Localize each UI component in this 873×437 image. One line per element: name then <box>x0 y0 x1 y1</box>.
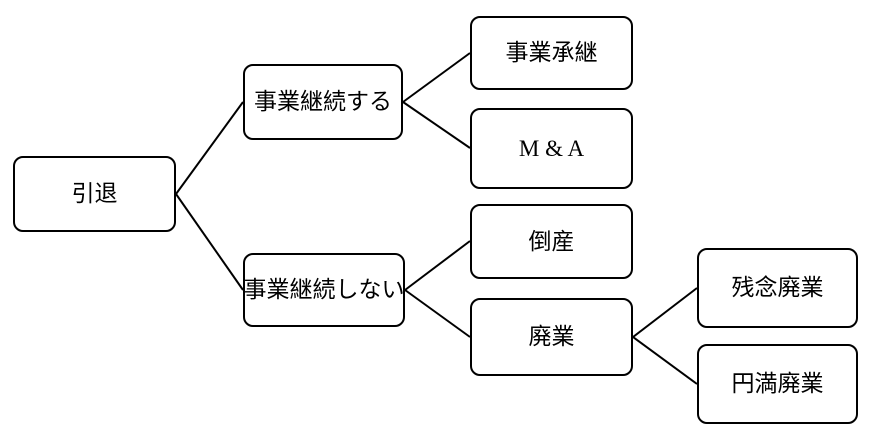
node-not-continue-business: 事業継続しない <box>243 253 405 327</box>
node-not-continue-business-label: 事業継続しない <box>243 277 405 303</box>
connector-continue-succession <box>402 52 471 103</box>
connector-root-continue <box>175 101 244 195</box>
connector-notcontinue-bankruptcy <box>404 240 471 291</box>
connector-notcontinue-closure <box>404 289 471 338</box>
node-continue-business: 事業継続する <box>243 64 403 140</box>
node-retirement: 引退 <box>13 156 176 232</box>
connector-closure-regret <box>632 287 698 338</box>
node-regrettable-closure-label: 残念廃業 <box>731 275 824 301</box>
connector-continue-ma <box>402 101 471 149</box>
node-bankruptcy: 倒産 <box>470 204 633 279</box>
connector-root-notcontinue <box>175 193 244 291</box>
node-business-succession-label: 事業承継 <box>505 40 598 66</box>
node-continue-business-label: 事業継続する <box>254 89 392 115</box>
node-regrettable-closure: 残念廃業 <box>697 248 858 328</box>
node-business-succession: 事業承継 <box>470 16 633 90</box>
node-business-closure-label: 廃業 <box>528 324 575 350</box>
node-amicable-closure-label: 円満廃業 <box>731 371 824 397</box>
node-business-closure: 廃業 <box>470 298 633 376</box>
node-bankruptcy-label: 倒産 <box>528 228 575 254</box>
node-m-and-a-label: M & A <box>518 135 585 161</box>
node-retirement-label: 引退 <box>71 181 118 207</box>
node-m-and-a: M & A <box>470 108 633 189</box>
connector-closure-amicable <box>632 336 698 385</box>
node-amicable-closure: 円満廃業 <box>697 344 858 424</box>
